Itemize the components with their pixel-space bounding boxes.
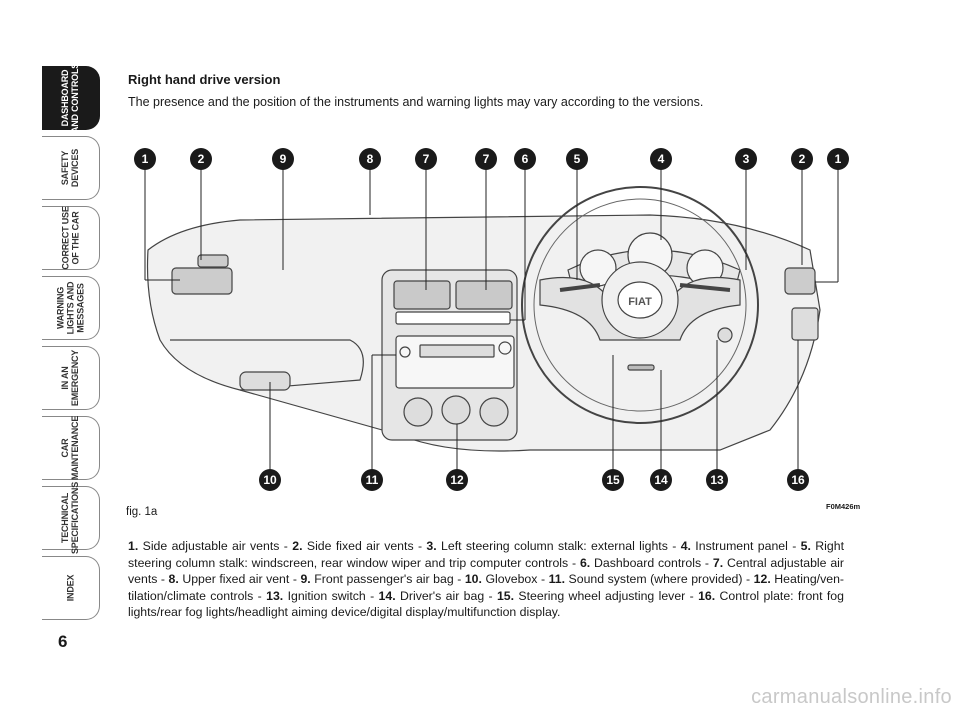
callout-marker: 10 (259, 469, 281, 491)
callout-marker: 2 (190, 148, 212, 170)
svg-text:1: 1 (142, 152, 149, 166)
callout-marker: 14 (650, 469, 672, 491)
svg-text:7: 7 (483, 152, 490, 166)
callout-marker: 2 (791, 148, 813, 170)
figure-caption: 1. Side adjustable air vents - 2. Side f… (128, 539, 845, 619)
callout-marker: 12 (446, 469, 468, 491)
tab-in-an-emergency[interactable]: IN AN EMERGENCY (42, 346, 100, 410)
watermark: carmanualsonline.info (751, 686, 952, 708)
callout-marker: 16 (787, 469, 809, 491)
svg-text:16: 16 (791, 473, 805, 487)
svg-text:11: 11 (366, 473, 379, 487)
svg-text:14: 14 (654, 473, 668, 487)
callout-marker: 1 (134, 148, 156, 170)
svg-text:13: 13 (710, 473, 724, 487)
tab-correct-use[interactable]: CORRECT USE OF THE CAR (42, 206, 100, 270)
tab-dashboard-and-controls[interactable]: DASHBOARD AND CONTROLS (42, 63, 100, 133)
callout-marker: 11 (361, 469, 383, 491)
svg-text:4: 4 (658, 152, 665, 166)
dashboard-figure: FIAT 1 2 9 8 7 7 6 5 4 3 2 1 (120, 140, 850, 520)
svg-text:2: 2 (198, 152, 205, 166)
figure-label: fig. 1a (126, 506, 158, 518)
tab-warning-lights[interactable]: WARNING LIGHTS AND MESSAGES (42, 276, 100, 340)
svg-text:1: 1 (835, 152, 842, 166)
callout-marker: 15 (602, 469, 624, 491)
callout-marker: 13 (706, 469, 728, 491)
dashboard-illustration: FIAT 1 2 9 8 7 7 6 5 4 3 2 1 (134, 148, 849, 491)
callout-marker: 7 (415, 148, 437, 170)
callout-marker: 6 (514, 148, 536, 170)
callouts-top: 1 2 9 8 7 7 6 5 4 3 2 1 (134, 148, 849, 170)
callout-marker: 8 (359, 148, 381, 170)
callout-marker: 7 (475, 148, 497, 170)
chapter-tabs: DASHBOARD AND CONTROLS SAFETY DEVICES CO… (42, 63, 104, 626)
svg-text:10: 10 (263, 473, 277, 487)
callout-marker: 1 (827, 148, 849, 170)
section-heading: Right hand drive version (128, 72, 281, 87)
svg-text:15: 15 (606, 473, 620, 487)
intro-text: The presence and the position of the ins… (128, 95, 704, 109)
figure-code: F0M426m (826, 502, 861, 511)
callout-marker: 3 (735, 148, 757, 170)
svg-text:3: 3 (743, 152, 750, 166)
callouts-bottom: 10 11 12 15 14 13 16 (259, 469, 809, 491)
svg-text:5: 5 (574, 152, 581, 166)
tab-safety-devices[interactable]: SAFETY DEVICES (42, 136, 100, 200)
tab-index[interactable]: INDEX (42, 556, 100, 620)
svg-text:2: 2 (799, 152, 806, 166)
svg-text:12: 12 (450, 473, 464, 487)
svg-text:9: 9 (280, 152, 287, 166)
svg-text:7: 7 (423, 152, 430, 166)
tab-car-maintenance[interactable]: CAR MAINTENANCE (42, 416, 100, 480)
callout-marker: 4 (650, 148, 672, 170)
tab-technical-specifications[interactable]: TECHNICAL SPECIFICATIONS (42, 482, 100, 554)
callout-marker: 5 (566, 148, 588, 170)
callout-marker: 9 (272, 148, 294, 170)
page-number: 6 (58, 632, 68, 651)
fiat-badge: FIAT (628, 296, 652, 308)
svg-text:8: 8 (367, 152, 374, 166)
svg-text:6: 6 (522, 152, 529, 166)
